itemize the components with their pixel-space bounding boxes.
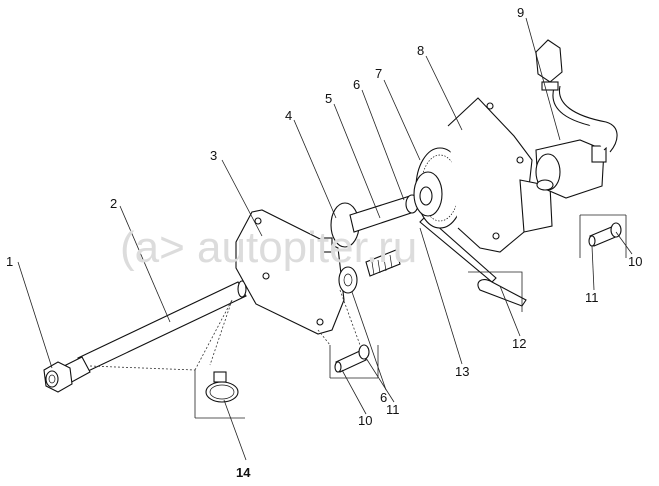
callout-10-right: 10 bbox=[628, 254, 642, 269]
callout-11-lower: 11 bbox=[386, 402, 400, 417]
callout-5: 5 bbox=[325, 91, 332, 106]
callout-9: 9 bbox=[517, 5, 524, 20]
leader-lines bbox=[17, 17, 633, 461]
part-tube bbox=[59, 280, 247, 385]
part-disc bbox=[330, 194, 419, 248]
watermark-logo-glyph: (a> bbox=[120, 223, 197, 272]
callout-14: 14 bbox=[236, 465, 251, 480]
part-washer bbox=[338, 249, 401, 294]
callout-13: 13 bbox=[455, 364, 469, 379]
part-nut bbox=[43, 361, 73, 393]
part-pin bbox=[477, 279, 527, 307]
part-housing bbox=[447, 97, 553, 253]
part-gear bbox=[413, 147, 465, 229]
callout-11-right: 11 bbox=[585, 290, 599, 305]
callout-12: 12 bbox=[512, 336, 526, 351]
part-cover-plate bbox=[235, 209, 345, 335]
callout-6-upper: 6 bbox=[353, 77, 360, 92]
part-bolt-right bbox=[588, 222, 622, 247]
callout-3: 3 bbox=[210, 148, 217, 163]
part-motor bbox=[535, 39, 618, 199]
callout-2: 2 bbox=[110, 196, 117, 211]
callout-4: 4 bbox=[285, 108, 292, 123]
part-bolt-lower bbox=[334, 344, 370, 373]
callout-8: 8 bbox=[417, 43, 424, 58]
callout-1: 1 bbox=[6, 254, 13, 269]
callout-labels: 1 2 3 4 5 6 7 8 9 10 11 12 13 6 11 10 14 bbox=[6, 5, 642, 480]
callout-6-lower: 6 bbox=[380, 390, 387, 405]
part-clamp bbox=[205, 371, 239, 403]
callout-10-lower: 10 bbox=[358, 413, 372, 428]
callout-7: 7 bbox=[375, 66, 382, 81]
detail-frames bbox=[89, 214, 627, 419]
